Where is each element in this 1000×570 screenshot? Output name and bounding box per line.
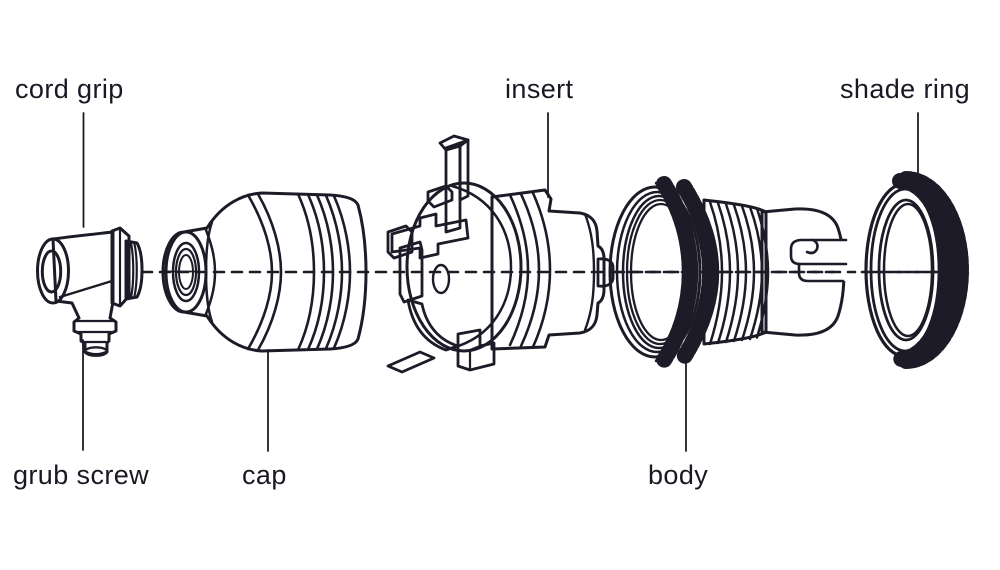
leader-lines <box>82 112 919 452</box>
cord-grip-label: cord grip <box>15 74 124 104</box>
body-knurl-band <box>690 186 720 358</box>
cap-drawing <box>161 191 368 353</box>
grub-screw-label: grub screw <box>13 460 150 490</box>
grub-screw-drawing <box>83 346 109 357</box>
shade-ring-knurl-band <box>908 175 962 365</box>
insert-drawing <box>386 134 615 374</box>
cord-grip-drawing <box>36 226 144 357</box>
body-label: body <box>648 460 709 490</box>
shade-ring-label: shade ring <box>840 74 971 104</box>
shade-ring-drawing <box>864 171 969 369</box>
insert-label: insert <box>505 74 574 104</box>
cap-label: cap <box>242 460 287 490</box>
